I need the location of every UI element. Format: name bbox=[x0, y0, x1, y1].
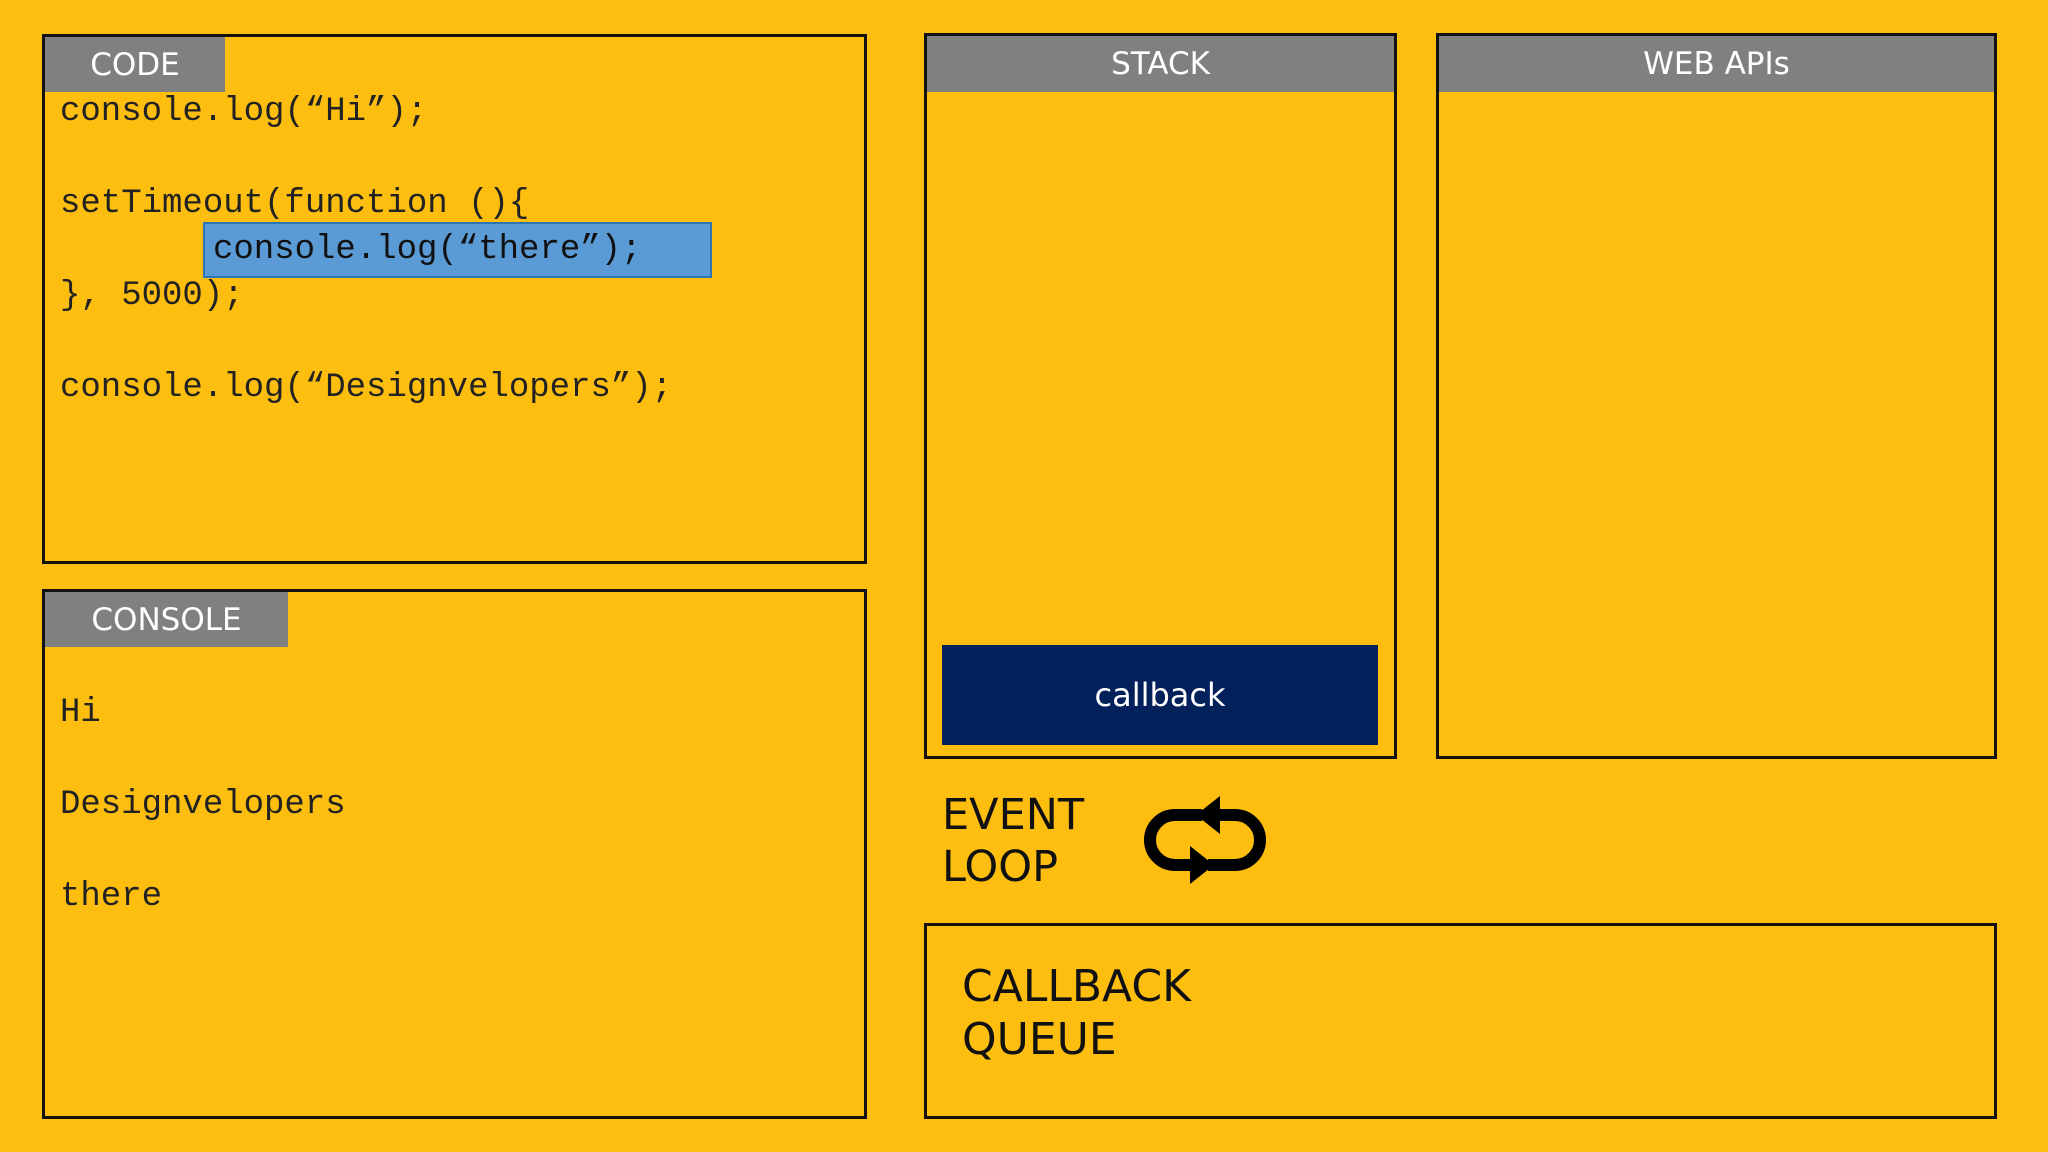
callback-queue-line2: QUEUE bbox=[962, 1013, 1117, 1065]
web-apis-panel-title: WEB APIs bbox=[1439, 36, 1994, 92]
code-panel: CODE console.log(“Hi”); setTimeout(funct… bbox=[42, 34, 867, 564]
callback-queue-panel: CALLBACK QUEUE bbox=[924, 923, 1997, 1119]
code-line: }, 5000); bbox=[60, 277, 244, 315]
event-loop-line1: EVENT bbox=[942, 790, 1085, 840]
console-panel: CONSOLE Hi Designvelopers there bbox=[42, 589, 867, 1119]
code-line: console.log(“Designvelopers”); bbox=[60, 369, 673, 407]
loop-arrows-icon bbox=[1144, 796, 1266, 884]
code-panel-title: CODE bbox=[45, 37, 225, 92]
callback-queue-line1: CALLBACK bbox=[962, 961, 1191, 1012]
stack-frame-callback: callback bbox=[942, 645, 1378, 745]
stack-panel-title: STACK bbox=[927, 36, 1394, 92]
callback-queue-label: CALLBACK QUEUE bbox=[962, 961, 1191, 1067]
code-line: setTimeout(function (){ bbox=[60, 185, 530, 223]
stack-panel: STACK bbox=[924, 33, 1397, 759]
event-loop-label: EVENT LOOP bbox=[942, 790, 1084, 893]
console-output-line: Hi bbox=[60, 694, 101, 732]
code-line: console.log(“Hi”); bbox=[60, 93, 428, 131]
console-panel-title: CONSOLE bbox=[45, 592, 288, 647]
web-apis-panel: WEB APIs bbox=[1436, 33, 1997, 759]
console-output-line: Designvelopers bbox=[60, 786, 346, 824]
highlighted-code-line: console.log(“there”); bbox=[203, 222, 712, 278]
event-loop-line2: LOOP bbox=[942, 841, 1059, 892]
console-output-line: there bbox=[60, 878, 163, 916]
